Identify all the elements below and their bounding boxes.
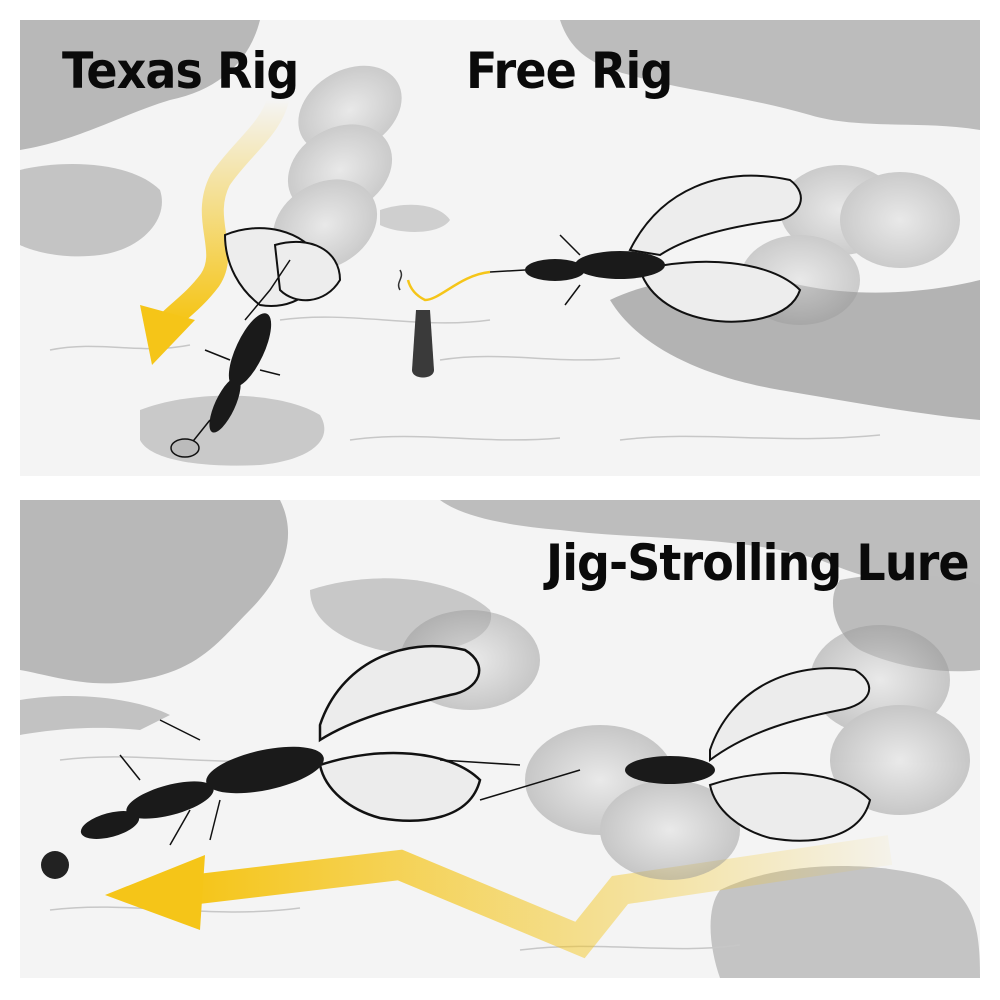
rig-panel-bottom: Jig-Strolling Lure [20,500,980,978]
seabed-scene-bottom [20,500,980,978]
rig-panel-top: Texas Rig Free Rig [20,20,980,476]
free-rig-label: Free Rig [466,42,673,100]
jig-strolling-lure-label: Jig-Strolling Lure [546,534,970,592]
texas-rig-label: Texas Rig [62,42,299,100]
seabed-scene-top [20,20,980,476]
